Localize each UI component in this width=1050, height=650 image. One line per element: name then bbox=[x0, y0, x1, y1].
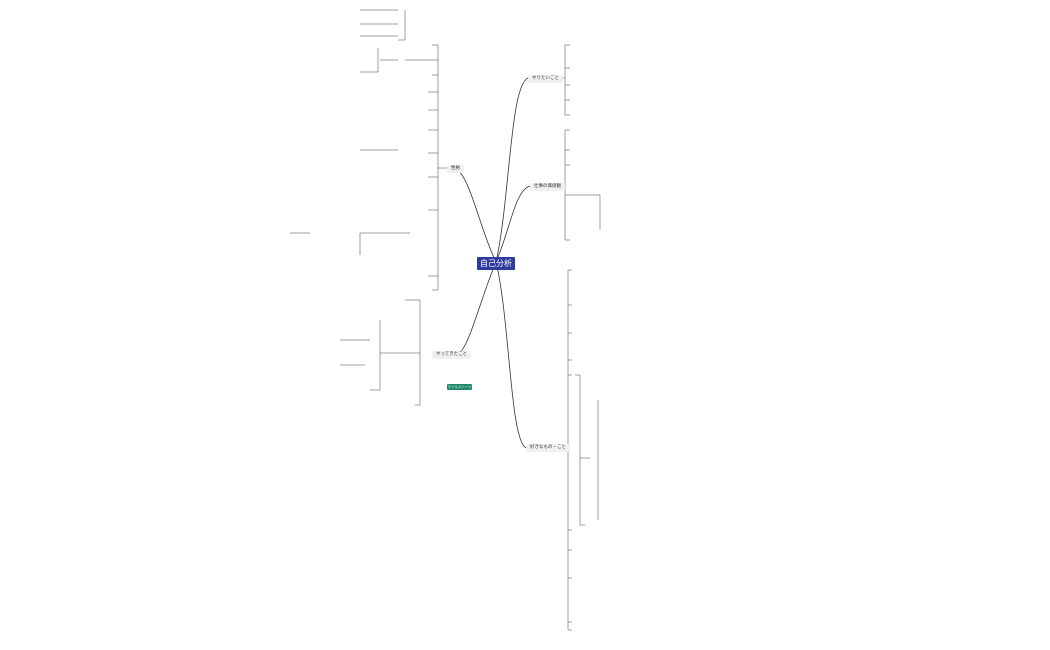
connector-want bbox=[495, 77, 529, 263]
branch-want[interactable]: やりたいこと bbox=[528, 75, 563, 83]
connector-values bbox=[495, 185, 531, 263]
connector-done bbox=[457, 261, 497, 356]
milestone-tag[interactable]: マイルストーン bbox=[447, 384, 472, 390]
root-node[interactable]: 自己分析 bbox=[477, 257, 515, 270]
branch-done[interactable]: やってきたこと bbox=[432, 351, 472, 359]
connector-likes bbox=[495, 261, 527, 449]
branch-values[interactable]: 仕事の価値観 bbox=[530, 183, 565, 191]
branch-likes[interactable]: 好きなもの・こと bbox=[526, 444, 570, 452]
connector-personality bbox=[454, 167, 497, 263]
branch-personality[interactable]: 性格 bbox=[447, 165, 464, 173]
sub-connectors bbox=[290, 9, 601, 631]
